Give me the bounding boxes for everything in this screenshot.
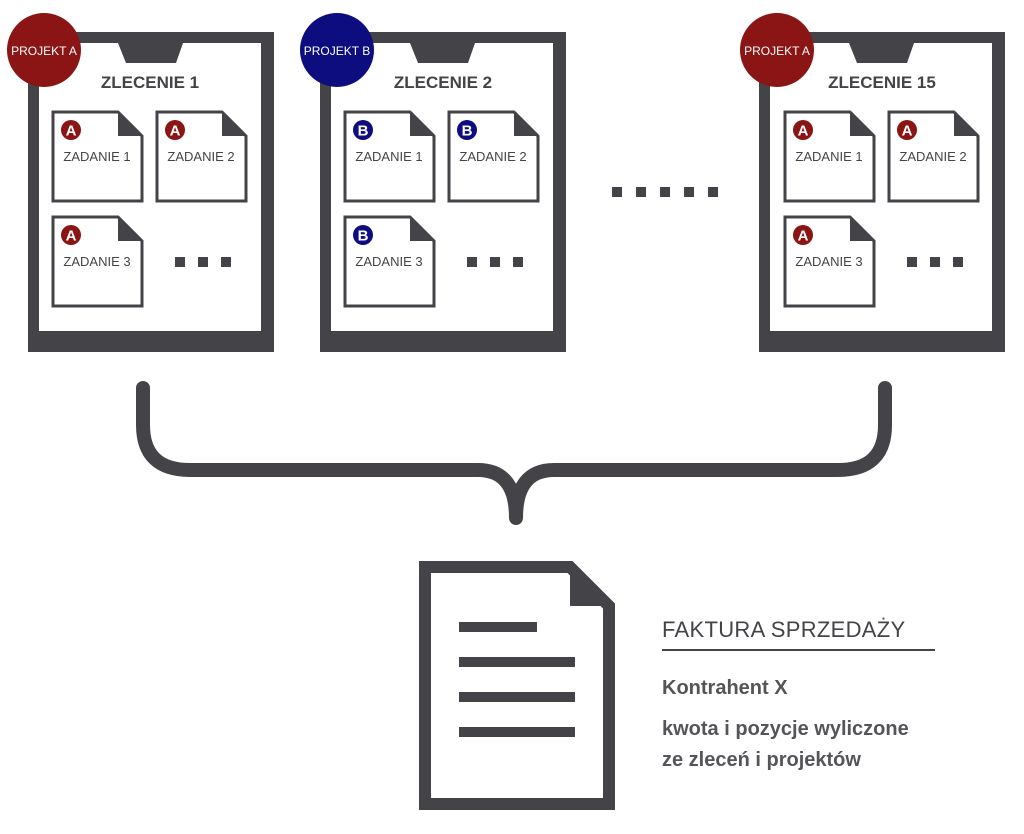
- project-badge-icon: [61, 225, 81, 245]
- task-label: ZADANIE 2: [899, 149, 966, 164]
- ellipsis-icon: [467, 257, 523, 267]
- project-badge: PROJEKT A: [7, 13, 81, 87]
- task-label: ZADANIE 1: [355, 149, 422, 164]
- task-label: ZADANIE 2: [167, 149, 234, 164]
- invoice-title-divider: [662, 649, 935, 651]
- svg-text:A: A: [798, 228, 809, 245]
- task-card-3: A ZADANIE 3: [51, 215, 144, 308]
- project-badge: PROJEKT A: [740, 13, 814, 87]
- task-card-2: B ZADANIE 2: [447, 110, 540, 203]
- task-card-3: A ZADANIE 3: [783, 215, 876, 308]
- task-label: ZADANIE 1: [795, 149, 862, 164]
- svg-text:PROJEKT B: PROJEKT B: [304, 44, 370, 58]
- order-card-15: ZLECENIE 15 A ZADANIE 1 A ZADANIE 2 A ZA…: [740, 13, 1005, 352]
- project-badge-icon: [61, 120, 81, 140]
- more-orders-ellipsis-icon: [612, 187, 718, 197]
- invoice-description-line-2: ze zleceń i projektów: [662, 749, 861, 771]
- project-badge-icon: [793, 120, 813, 140]
- task-label: ZADANIE 3: [63, 254, 130, 269]
- svg-text:B: B: [358, 228, 369, 245]
- task-label: ZADANIE 3: [795, 254, 862, 269]
- order-title: ZLECENIE 2: [394, 73, 492, 92]
- invoice-description-line-1: kwota i pozycje wyliczone: [662, 718, 909, 740]
- order-card-2: ZLECENIE 2 B ZADANIE 1 B ZADANIE 2 B ZAD…: [300, 13, 566, 352]
- invoice-title: FAKTURA SPRZEDAŻY: [662, 617, 906, 642]
- task-label: ZADANIE 1: [63, 149, 130, 164]
- svg-text:A: A: [66, 228, 77, 245]
- task-card-2: A ZADANIE 2: [887, 110, 980, 203]
- task-label: ZADANIE 3: [355, 254, 422, 269]
- ellipsis-icon: [907, 257, 963, 267]
- project-badge-icon: [457, 120, 477, 140]
- invoice-document-icon: [419, 561, 615, 810]
- curly-brace-connector: [136, 381, 892, 525]
- task-label: ZADANIE 2: [459, 149, 526, 164]
- order-card-1: ZLECENIE 1 A ZADANIE 1 A ZADANIE 2 A ZAD…: [7, 13, 274, 352]
- svg-text:B: B: [462, 123, 473, 140]
- ellipsis-icon: [175, 257, 231, 267]
- svg-text:A: A: [170, 123, 181, 140]
- task-card-1: A ZADANIE 1: [783, 110, 876, 203]
- project-badge: PROJEKT B: [300, 13, 374, 87]
- svg-text:A: A: [66, 123, 77, 140]
- project-badge-icon: [353, 120, 373, 140]
- project-badge-icon: [793, 225, 813, 245]
- task-card-1: A ZADANIE 1: [51, 110, 144, 203]
- task-card-2: A ZADANIE 2: [155, 110, 248, 203]
- order-title: ZLECENIE 15: [828, 73, 936, 92]
- svg-text:PROJEKT A: PROJEKT A: [744, 44, 810, 58]
- svg-text:A: A: [798, 123, 809, 140]
- task-card-3: B ZADANIE 3: [343, 215, 436, 308]
- project-badge-icon: [897, 120, 917, 140]
- project-badge-icon: [165, 120, 185, 140]
- project-badge-icon: [353, 225, 373, 245]
- svg-text:B: B: [358, 123, 369, 140]
- task-card-1: B ZADANIE 1: [343, 110, 436, 203]
- svg-text:PROJEKT A: PROJEKT A: [11, 44, 77, 58]
- order-title: ZLECENIE 1: [101, 73, 199, 92]
- invoice-contractor: Kontrahent X: [662, 677, 788, 699]
- svg-text:A: A: [902, 123, 913, 140]
